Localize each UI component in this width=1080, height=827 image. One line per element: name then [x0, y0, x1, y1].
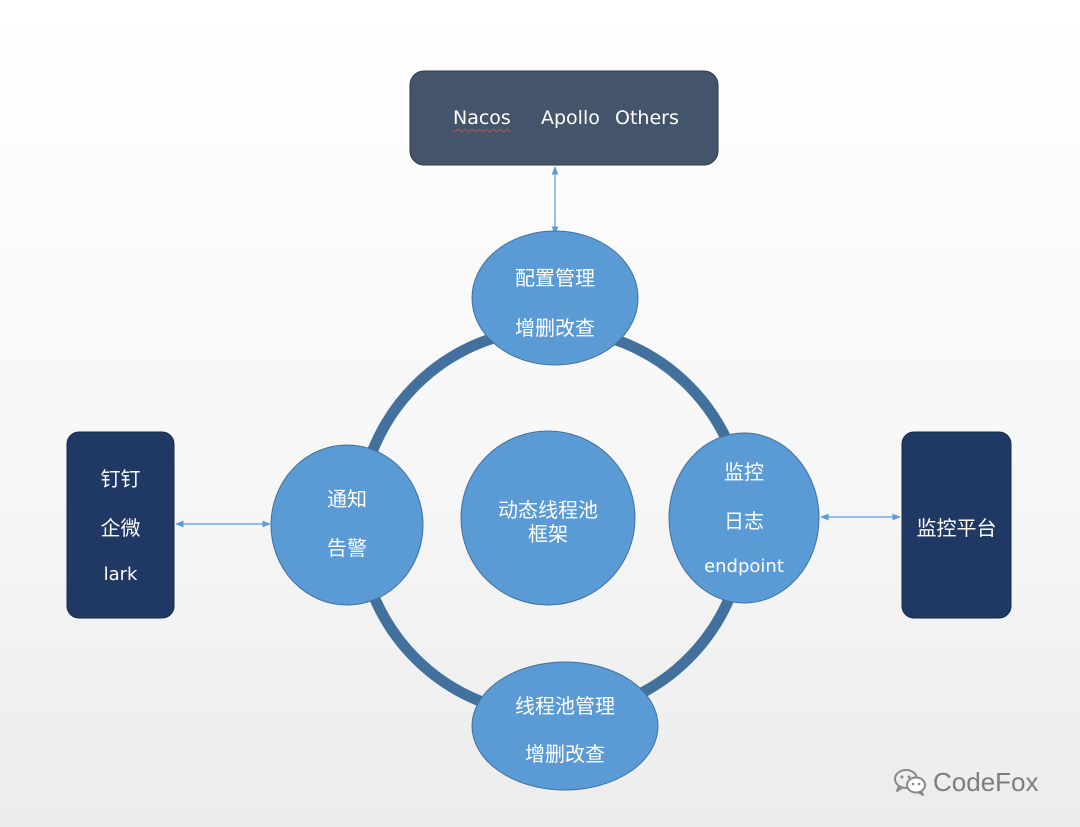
notify-alert-node [270, 444, 424, 606]
center-node-line1: 动态线程池 [498, 498, 598, 522]
monitor-platform-label: 监控平台 [916, 516, 997, 540]
monitor-node-line2: 日志 [724, 509, 764, 533]
config-item-nacos: Nacos [453, 107, 511, 129]
config-node-line2: 增删改查 [515, 316, 595, 340]
center-node-line2: 框架 [528, 522, 568, 546]
monitor-node-line1: 监控 [724, 460, 764, 484]
notify-item-dingtalk: 钉钉 [100, 467, 141, 491]
pool-node-line1: 线程池管理 [515, 694, 615, 718]
config-node-line1: 配置管理 [515, 266, 595, 290]
notify-channels-box [66, 431, 175, 619]
dynamic-pool-center-node [460, 430, 636, 606]
pool-node-line2: 增删改查 [525, 742, 605, 766]
watermark: CodeFox [893, 762, 1039, 802]
config-center-box [409, 70, 719, 166]
notify-item-wecom: 企微 [100, 516, 141, 540]
notify-node-line1: 通知 [327, 487, 367, 511]
notify-item-lark: lark [103, 564, 138, 585]
notify-node-line2: 告警 [327, 536, 367, 560]
monitor-log-node [668, 432, 820, 604]
pool-management-node [471, 661, 659, 791]
watermark-text: CodeFox [933, 766, 1039, 797]
config-management-node [471, 230, 639, 366]
monitor-node-line3: endpoint [704, 556, 784, 577]
config-item-others: Others [615, 107, 679, 129]
wechat-icon [893, 767, 927, 797]
monitor-platform-box [901, 431, 1012, 619]
config-item-apollo: Apollo [541, 107, 600, 129]
